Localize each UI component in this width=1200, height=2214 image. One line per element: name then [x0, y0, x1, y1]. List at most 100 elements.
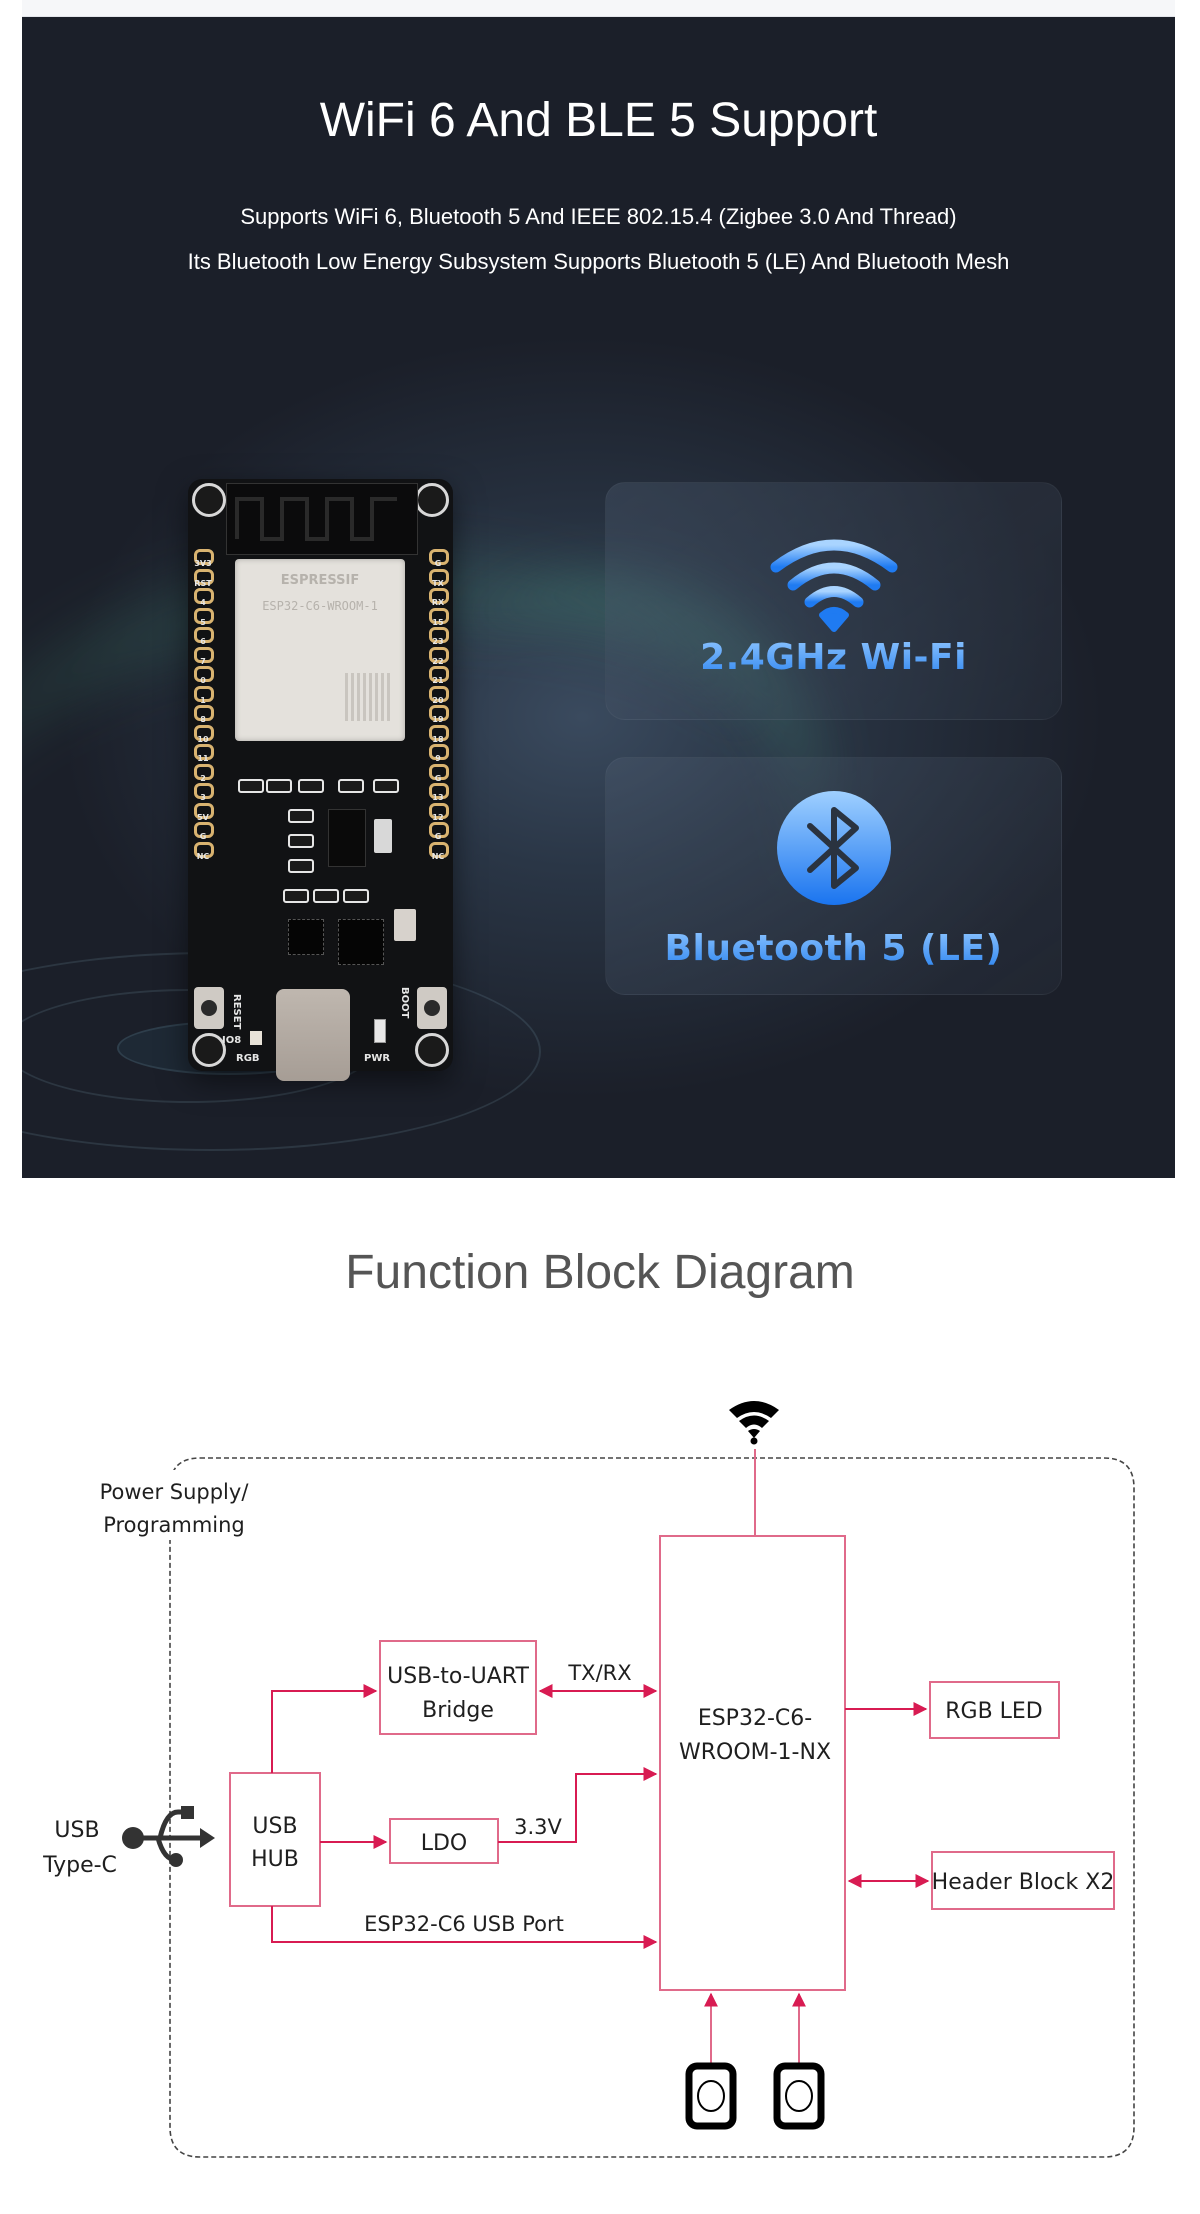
pin-label: G — [199, 832, 207, 841]
esp32-label-line-1: ESP32-C6- — [698, 1706, 812, 1731]
pin-label: 20 — [432, 695, 444, 705]
header-pin: 5V — [192, 802, 214, 823]
smd-component — [288, 809, 314, 823]
mounting-hole — [192, 1033, 226, 1067]
smd-component — [283, 889, 309, 903]
crystal — [394, 909, 416, 941]
mounting-hole — [415, 1033, 449, 1067]
header-pin: 8 — [192, 705, 214, 725]
pin-label: 8 — [200, 715, 206, 724]
header-pin: G — [427, 822, 449, 842]
wifi-icon — [770, 539, 897, 632]
usb-port-label: ESP32-C6 USB Port — [364, 1912, 564, 1936]
pin-label: 13 — [432, 793, 444, 802]
usb-symbol-icon — [122, 1806, 215, 1867]
header-pin: 6 — [192, 627, 214, 647]
pin-label: 0 — [200, 676, 206, 685]
pin-pad — [194, 568, 214, 585]
header-pin: 13 — [427, 783, 449, 803]
ic-chip — [288, 919, 324, 955]
pin-pad — [194, 744, 214, 760]
pin-pad — [194, 646, 214, 663]
hero-subtitle-line-1: Supports WiFi 6, Bluetooth 5 And IEEE 80… — [240, 204, 957, 229]
pin-pad — [429, 646, 449, 663]
pin-pad — [194, 685, 214, 702]
bluetooth-card-label: Bluetooth 5 (LE) — [606, 928, 1061, 969]
io8-label: IO8 — [222, 1035, 242, 1046]
header-pin: 12 — [427, 802, 449, 823]
pin-pad — [429, 783, 449, 799]
pin-pad — [194, 588, 214, 604]
pin-label: 7 — [200, 656, 206, 666]
pin-label: 21 — [432, 676, 444, 685]
header-block — [931, 1851, 1115, 1910]
pin-pad — [429, 685, 449, 702]
pin-label: NC — [431, 851, 445, 861]
usb-input-label-line-1: USB — [54, 1818, 99, 1843]
mounting-hole — [192, 483, 226, 517]
header-pin: 3V3 — [192, 549, 214, 569]
pin-pad — [429, 763, 449, 780]
pin-label: 22 — [432, 656, 444, 666]
antenna-trace-icon — [235, 497, 397, 541]
antenna-wifi-icon — [729, 1401, 779, 1445]
pin-pad — [194, 783, 214, 799]
ldo-label: LDO — [421, 1831, 468, 1856]
voltage-regulator — [328, 809, 366, 867]
group-label-line-2: Programming — [103, 1513, 245, 1537]
usb-uart-label-line-1: USB-to-UART — [387, 1664, 529, 1689]
header-pin: 23 — [427, 627, 449, 647]
qr-code-icon — [345, 673, 393, 721]
smd-component — [373, 779, 399, 793]
pin-pad — [429, 568, 449, 585]
diagram-title: Function Block Diagram — [345, 1246, 855, 1299]
header-pin: G — [192, 822, 214, 842]
pin-label: NC — [196, 851, 210, 861]
pin-pad — [194, 666, 214, 682]
esp32-label-line-2: WROOM-1-NX — [679, 1740, 831, 1765]
rgb-led-block — [929, 1681, 1060, 1739]
pin-label: 23 — [432, 637, 444, 646]
pin-pad — [194, 802, 214, 819]
pin-label: 5V — [197, 812, 209, 822]
pin-pad — [194, 724, 214, 741]
power-led — [374, 1019, 386, 1043]
pin-label: G — [434, 832, 442, 841]
pin-label: 6 — [200, 637, 206, 646]
header-pin: G — [427, 763, 449, 784]
bluetooth-icon — [776, 791, 891, 905]
usb-hub-label-line-1: USB — [252, 1814, 297, 1839]
rgb-label: RGB — [236, 1053, 260, 1064]
hero-section: WiFi 6 And BLE 5 Support Supports WiFi 6… — [22, 17, 1175, 1178]
pin-label: 1 — [200, 695, 206, 705]
pin-pad — [194, 763, 214, 780]
usb-input-label-line-2: Type-C — [42, 1853, 117, 1878]
header-pin: 2 — [192, 763, 214, 784]
header-pin: 19 — [427, 705, 449, 725]
pin-label: 5 — [200, 617, 206, 627]
hero-subtitle-line-2: Its Bluetooth Low Energy Subsystem Suppo… — [187, 249, 1010, 274]
header-pin: 5 — [192, 607, 214, 628]
pin-pad — [429, 802, 449, 819]
pin-label: 4 — [200, 598, 206, 607]
usb-hub-block — [229, 1772, 321, 1907]
pin-pad — [429, 724, 449, 741]
wifi-feature-card: 2.4GHz Wi-Fi — [605, 482, 1062, 720]
pin-pad — [429, 666, 449, 682]
pin-pad — [429, 841, 449, 858]
header-pin: 15 — [427, 607, 449, 628]
smd-component — [288, 859, 314, 873]
pin-label: G — [434, 559, 442, 568]
pin-label: 3V3 — [194, 559, 212, 568]
pin-label: 9 — [435, 754, 441, 763]
pin-pad — [429, 549, 449, 565]
pcb-antenna — [226, 483, 418, 555]
header-pin: G — [427, 549, 449, 569]
group-label-line-1: Power Supply/ — [100, 1480, 250, 1504]
pin-label: RX — [431, 598, 445, 607]
smd-component — [313, 889, 339, 903]
rgb-led-label: RGB LED — [945, 1699, 1043, 1724]
